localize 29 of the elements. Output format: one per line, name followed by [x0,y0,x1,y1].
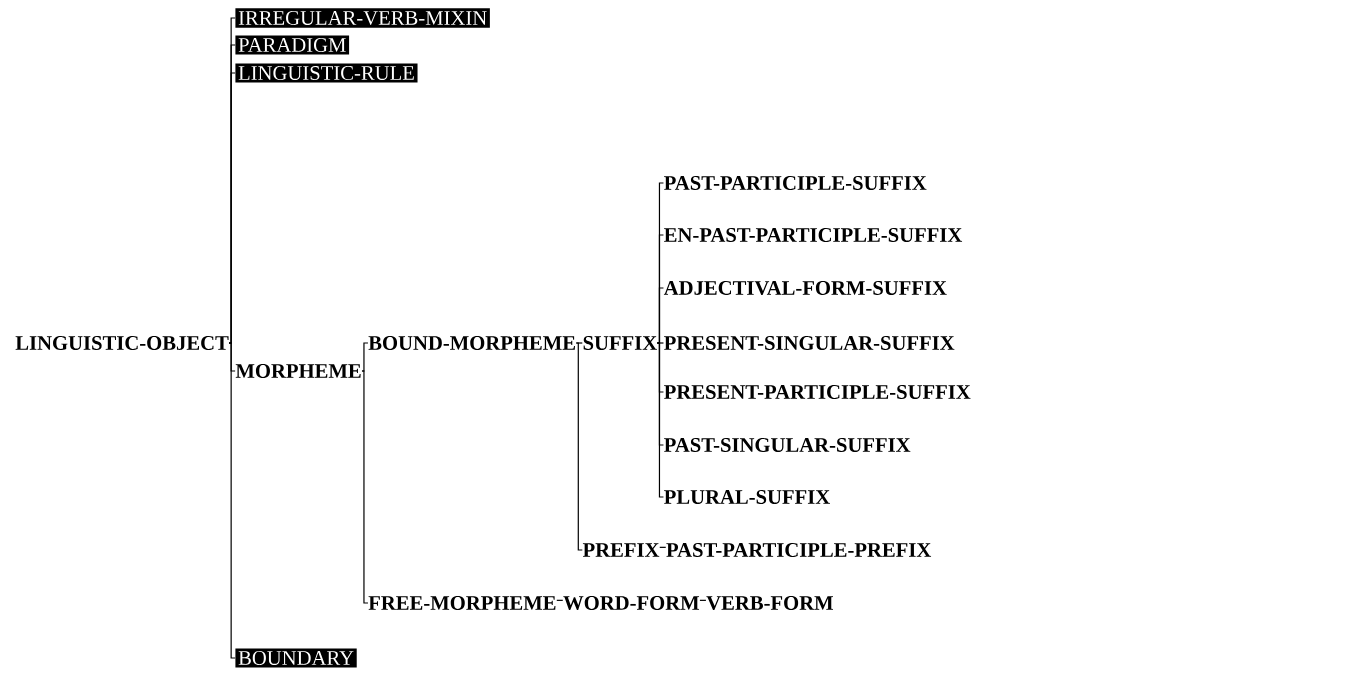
tree-connector [556,599,564,601]
tree-connector [659,546,667,548]
highlighted-label: IRREGULAR-VERB-MIXIN [235,8,490,28]
node-label: PRESENT-SINGULAR-SUFFIX [664,336,955,350]
node-label: SUFFIX [583,336,657,350]
node-label: PREFIX [582,543,660,557]
node-label: VERB-FORM [706,596,833,610]
tree-connector [575,342,583,551]
node-label: PLURAL-SUFFIX [664,490,830,504]
highlighted-label: BOUNDARY [235,648,357,668]
node-label: ADJECTIVAL-FORM-SUFFIX [663,281,947,295]
node-label: LINGUISTIC-OBJECT [15,336,229,350]
tree-connector [699,599,707,601]
node-label: PAST-SINGULAR-SUFFIX [664,438,911,452]
highlighted-label: LINGUISTIC-RULE [235,63,418,83]
node-label: PRESENT-PARTICIPLE-SUFFIX [664,385,971,399]
tree-connector [656,287,665,344]
node-label: PAST-PARTICIPLE-SUFFIX [664,176,927,190]
tree-connector [361,370,369,604]
node-label: PAST-PARTICIPLE-PREFIX [666,543,932,557]
node-label: MORPHEME [235,364,361,378]
node-label: BOUND-MORPHEME [368,336,575,350]
node-label: WORD-FORM [563,596,700,610]
node-label: EN-PAST-PARTICIPLE-SUFFIX [664,228,963,242]
node-label: FREE-MORPHEME [368,596,556,610]
tree-connector [228,342,236,659]
highlighted-label: PARADIGM [235,35,350,55]
tree-connector [361,342,369,372]
tree-connector [656,342,665,498]
